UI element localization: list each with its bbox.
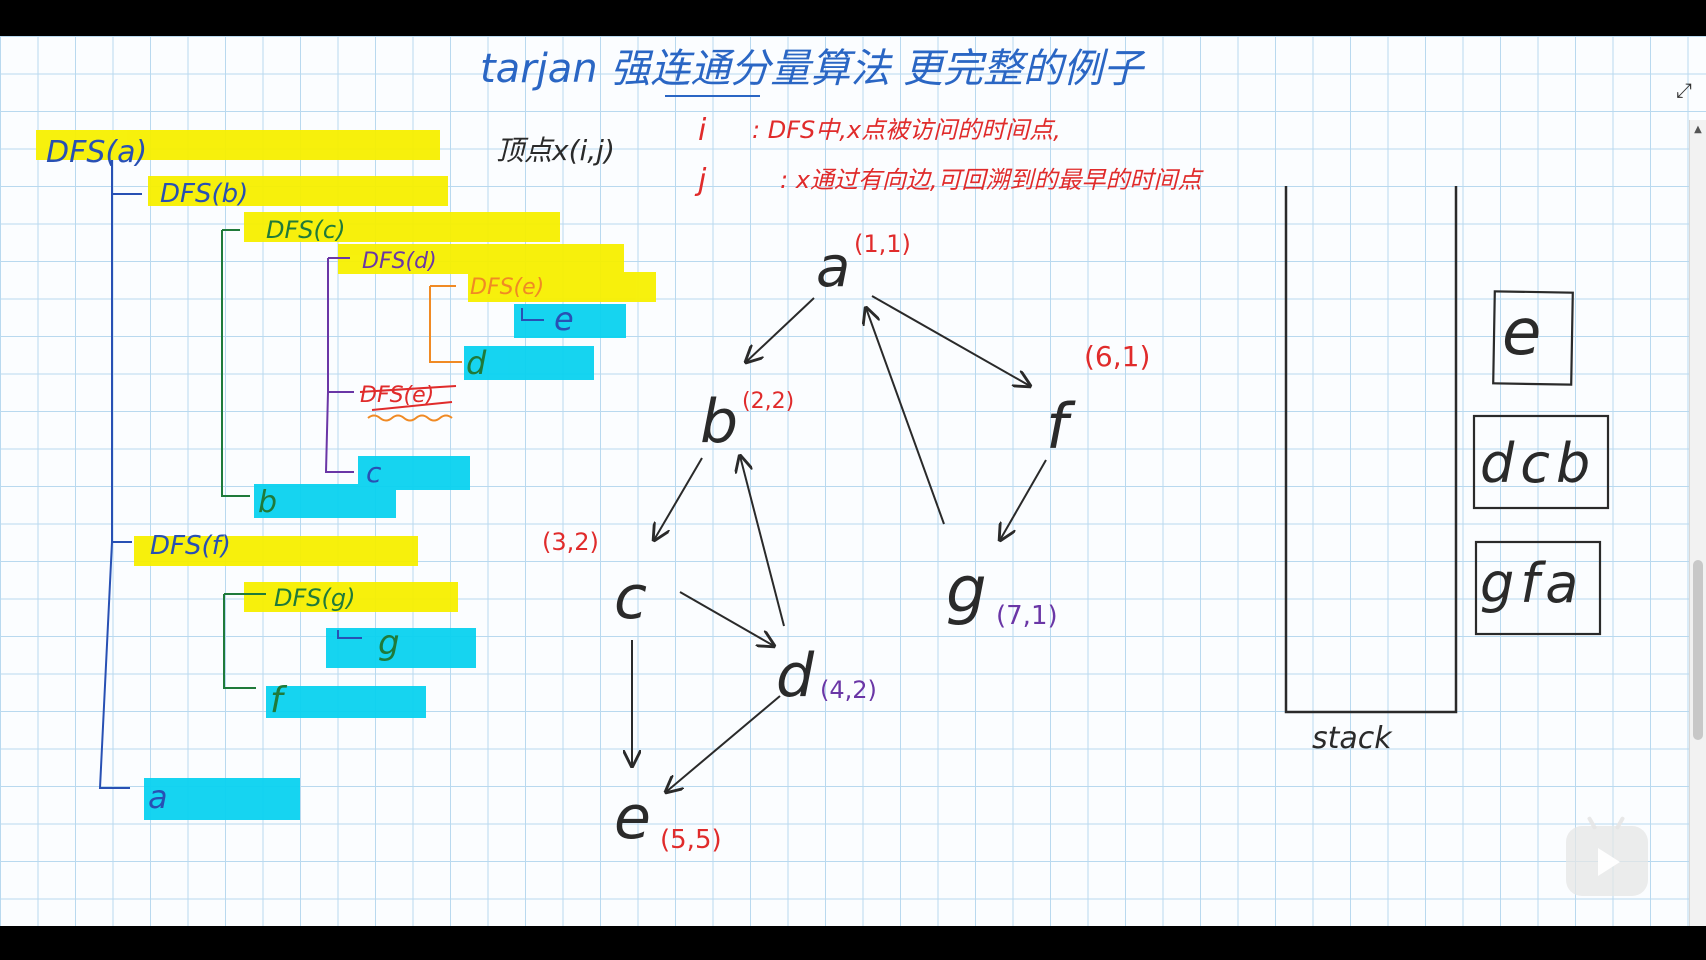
dfs-e-label: DFS(e): [470, 275, 544, 300]
return-g-label: g: [378, 623, 400, 663]
dfs-connectors-green: [221, 229, 266, 689]
dfs-d-label: DFS(d): [362, 249, 437, 274]
node-d-label: d: [776, 641, 815, 711]
component-gfa-box: [1474, 540, 1602, 636]
return-d-label: d: [466, 344, 487, 382]
return-a-label: a: [148, 778, 168, 816]
graph-node-d: d (4,2): [776, 641, 877, 711]
play-triangle: [1598, 848, 1620, 876]
play-icon[interactable]: [1566, 815, 1648, 896]
dfs-e-strikethrough: [359, 385, 457, 411]
stack-label: stack: [1312, 721, 1393, 756]
node-e-ij: (5,5): [660, 825, 722, 855]
whiteboard-canvas: tarjan 强连通分量算法 更完整的例子 顶点x(i,j) i : DFS中,…: [0, 36, 1706, 926]
return-c-label: c: [366, 456, 382, 489]
component-e-box: [1492, 290, 1574, 386]
yellow-highlights: [36, 130, 656, 612]
node-a-label: a: [816, 235, 850, 300]
top-black-bar: [0, 0, 1706, 36]
node-a-ij: (1,1): [854, 230, 911, 258]
node-g-label: g: [946, 554, 987, 628]
node-f-ij: (6,1): [1084, 340, 1150, 373]
component-dcb-box: [1472, 414, 1610, 510]
legend-i-desc: : DFS中,x点被访问的时间点,: [752, 116, 1061, 144]
edge-d-e: [666, 695, 781, 792]
edge-g-a: [866, 308, 945, 525]
dfs-a-label: DFS(a): [46, 135, 147, 170]
node-g-ij: (7,1): [996, 601, 1058, 631]
edge-d-b: [740, 456, 785, 627]
dfs-connectors-orange: [429, 285, 462, 363]
cyan-highlights: [144, 304, 626, 820]
edge-c-d: [679, 591, 774, 646]
graph-node-b: b (2,2): [700, 387, 794, 457]
bottom-black-bar: [0, 926, 1706, 960]
page-title: tarjan 强连通分量算法 更完整的例子: [480, 46, 1146, 92]
legend-i-symbol: i: [698, 113, 707, 148]
dfs-connectors-blue: [98, 160, 142, 789]
node-e-label: e: [614, 783, 651, 853]
dfs-c-label: DFS(c): [266, 216, 345, 244]
component-dcb-text: dcb: [1480, 432, 1596, 495]
edge-b-c: [654, 457, 703, 540]
return-b-label: b: [258, 485, 277, 520]
dfs-b-label: DFS(b): [160, 179, 248, 209]
vertex-notation: 顶点x(i,j): [496, 134, 615, 167]
node-c-ij: (3,2): [542, 528, 599, 556]
return-e-label: e: [554, 300, 574, 338]
component-e-text: e: [1502, 296, 1541, 370]
graph-node-g: g (7,1): [946, 554, 1058, 631]
graph-node-a: a (1,1): [816, 230, 911, 300]
expand-icon[interactable]: ⤢: [1676, 78, 1692, 102]
graph-node-c: c (3,2): [542, 528, 647, 633]
graph-node-e: e (5,5): [614, 783, 722, 855]
component-dcb: dcb: [1472, 414, 1610, 510]
node-b-label: b: [700, 387, 738, 457]
node-c-label: c: [614, 563, 647, 633]
legend-j-symbol: j: [694, 163, 707, 198]
dfs-connectors-purple: [324, 257, 354, 473]
scroll-up-arrow-icon[interactable]: ▲: [1694, 124, 1702, 135]
whiteboard-drawing: tarjan 强连通分量算法 更完整的例子 顶点x(i,j) i : DFS中,…: [36, 46, 1610, 855]
edge-f-g: [1000, 459, 1047, 540]
graph-node-f: f (6,1): [1046, 340, 1150, 463]
dfs-g-label: DFS(g): [274, 584, 355, 612]
edge-a-f: [871, 295, 1030, 386]
component-gfa-text: gfa: [1480, 552, 1584, 615]
dfs-e-underline-squiggle: [367, 414, 453, 422]
edge-a-b: [746, 297, 815, 362]
dfs-f-label: DFS(f): [150, 531, 231, 561]
vertical-scroll-thumb[interactable]: [1693, 560, 1703, 740]
node-d-ij: (4,2): [820, 676, 877, 704]
stack-container: [1284, 186, 1458, 714]
node-b-ij: (2,2): [742, 389, 794, 414]
dfs-connector-teal: [337, 308, 544, 639]
node-f-label: f: [1046, 390, 1076, 463]
graph-edges: [632, 295, 1047, 792]
vertical-scrollbar[interactable]: ▲ ▼: [1689, 120, 1706, 926]
component-e: e: [1492, 290, 1574, 386]
legend-j-desc: : x通过有向边,可回溯到的最早的时间点: [780, 166, 1205, 194]
component-gfa: gfa: [1474, 540, 1602, 636]
